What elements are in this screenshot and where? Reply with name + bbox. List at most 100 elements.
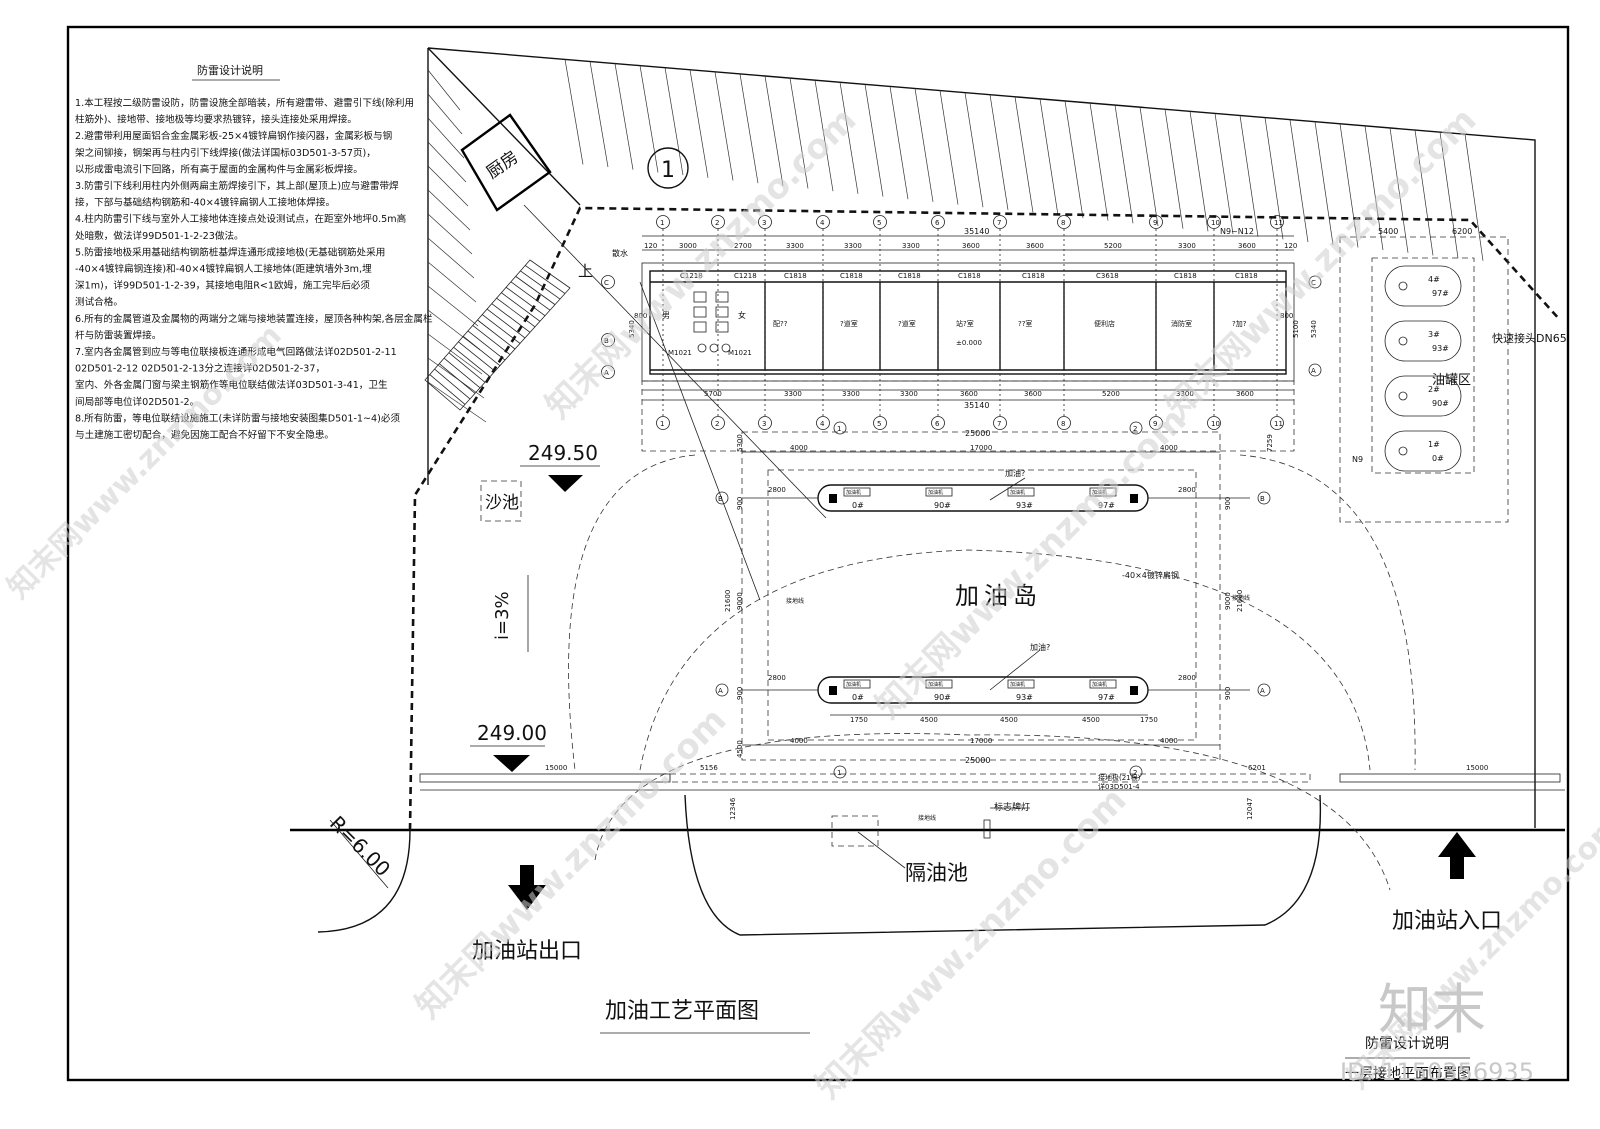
note-line: 接，下部与基础结构钢筋和-40×4镀锌扁钢人工接地体焊接。 [75, 197, 335, 209]
hatch-line [989, 94, 1009, 210]
note-line: 处暗敷，做法详99D501-1-2-23做法。 [75, 230, 244, 242]
hatch-line [614, 63, 634, 170]
row-axis-bubble [601, 333, 615, 347]
axis-label-top: 3 [762, 219, 766, 227]
hatch-line [427, 285, 479, 327]
oil-tank [1384, 375, 1462, 417]
stair-step [434, 368, 471, 400]
stair-step [462, 336, 501, 366]
axis-bubble-top [656, 215, 670, 229]
slope-label: i=3% [492, 591, 513, 640]
note-line: 深1m)，详99D501-1-2-39，其接地电阻R<1欧姆，施工完毕后必须 [75, 280, 370, 292]
axis-bubble-bottom [1207, 416, 1221, 430]
room-label: 配?? [773, 320, 788, 328]
tank-grade: 90# [1432, 399, 1449, 408]
tank-number: 4# [1428, 275, 1440, 284]
tank-manhole [1398, 391, 1408, 401]
tank-area: 4#97#3#93#2#90#1#0# 油罐区 快速接头DN65 5400 62… [1308, 227, 1567, 523]
nozzle-grade: 0# [852, 501, 864, 510]
stair-step [448, 352, 486, 383]
sign-light-label: 标志牌灯 [994, 801, 1030, 813]
dispenser-a [843, 679, 871, 689]
toilet-fixture [715, 321, 729, 333]
axis-bubble-top [1057, 215, 1071, 229]
note-line: 3.防雷引下线利用柱内外侧两扁主筋焊接引下，其上部(屋顶上)应与避雷带焊 [75, 180, 399, 192]
window-label: C1818 [784, 272, 807, 280]
right-dim-7259: 7259 [1266, 434, 1274, 452]
dim-bottom: 3300 [1176, 390, 1194, 398]
hatch-line [427, 141, 467, 183]
svg-text:B: B [1260, 495, 1265, 503]
canopy-side-dim-9000-r: 9000 [1224, 592, 1232, 610]
toilet-male: 男 [662, 311, 670, 320]
axis-label-top: 10 [1211, 219, 1220, 227]
detail-marker: 1 [647, 147, 689, 189]
axis-label-bottom: 9 [1153, 420, 1157, 428]
axis-label-top: 7 [997, 219, 1001, 227]
axis-label-top: 11 [1274, 219, 1283, 227]
nozzle-grade: 0# [852, 693, 864, 702]
axis-label-top: 5 [877, 219, 881, 227]
oil-separator-label: 隔油池 [905, 861, 968, 885]
nozzle-grade: 90# [934, 693, 951, 702]
curb-right [1339, 773, 1561, 783]
axis-label-bottom: 6 [935, 420, 940, 428]
tank-grade: 0# [1432, 454, 1444, 463]
hatch-line [914, 88, 934, 202]
axis-bubble-bottom [816, 416, 830, 430]
window-label: C1818 [1235, 272, 1258, 280]
wash-basin [697, 343, 707, 353]
side-dim-2: 5100 [1292, 320, 1300, 338]
note-line: 柱筋外)、接地带、接地极等均要求热镀锌，接头连接处采用焊接。 [75, 114, 357, 126]
note-line: 5.防雷接地极采用基础结构钢筋桩基焊连通形成接地极(无基础钢筋处采用 [75, 246, 385, 258]
axis-bubble-top [993, 215, 1007, 229]
hatch-line [1114, 105, 1134, 224]
axis-range: N9~N12 [1220, 227, 1254, 236]
canopy-edge-dim-r-b: 2800 [1178, 486, 1196, 494]
stair-step [486, 308, 526, 339]
room-label: ?加? [1232, 319, 1247, 328]
axis-bubble-bottom [1149, 416, 1163, 430]
hatch-line [1314, 121, 1334, 245]
axis-label-bottom: 5 [877, 420, 881, 428]
dim-top: 3300 [844, 242, 862, 250]
window-label: C1818 [958, 272, 981, 280]
window-label: C1218 [680, 272, 703, 280]
hatch-line [1014, 96, 1034, 213]
hatch-line [1464, 134, 1484, 261]
dispenser-b [843, 487, 871, 497]
axis-bubble-top [711, 215, 725, 229]
steel-note: -40×4镀锌扁钢 [1122, 570, 1179, 580]
hatch-line [889, 86, 909, 200]
stair-step [524, 265, 566, 294]
ground-wire-left: 接地线 [786, 597, 804, 605]
stair-step [439, 363, 476, 394]
axis-label-bottom: 8 [1061, 420, 1065, 428]
hatch-line [639, 65, 659, 173]
note-line: 8.所有防雷，等电位联结设施施工(未详防雷与接地安装图集D501-1~4)必须 [75, 412, 400, 424]
side-dim-3: 800 [634, 312, 647, 320]
kitchen-label: 厨房 [483, 147, 522, 183]
note-line: 测试合格。 [75, 296, 123, 308]
dispenser-tag: 加油机 [1092, 489, 1107, 496]
hatch-line [739, 73, 759, 184]
elevation-lower-mark [493, 755, 530, 772]
svg-text:A: A [1260, 687, 1265, 695]
dim-bottom: 3600 [960, 390, 978, 398]
tank-grade: 93# [1432, 344, 1449, 353]
note-line: 间局部等电位详02D501-2。 [75, 396, 199, 408]
wash-basin [721, 343, 731, 353]
curb-mid [669, 773, 1311, 783]
exit-arrow [508, 865, 546, 910]
radius-label: R=6.00 [325, 811, 395, 881]
hatch-line [427, 237, 475, 279]
left-dim-12346: 12346 [729, 797, 737, 820]
hatch-line [589, 61, 609, 168]
logo: 知末 [1378, 978, 1486, 1041]
dispenser-tag: 加油机 [846, 681, 861, 688]
canopy-dim-l-bot: 4000 [790, 737, 808, 745]
entrance-label: 加油站入口 [1392, 909, 1502, 934]
boundary-hatch [427, 59, 1484, 423]
note-line: 架之间铆接，钢架再与柱内引下线焊接(做法详国标03D501-3-57页)， [75, 147, 376, 159]
